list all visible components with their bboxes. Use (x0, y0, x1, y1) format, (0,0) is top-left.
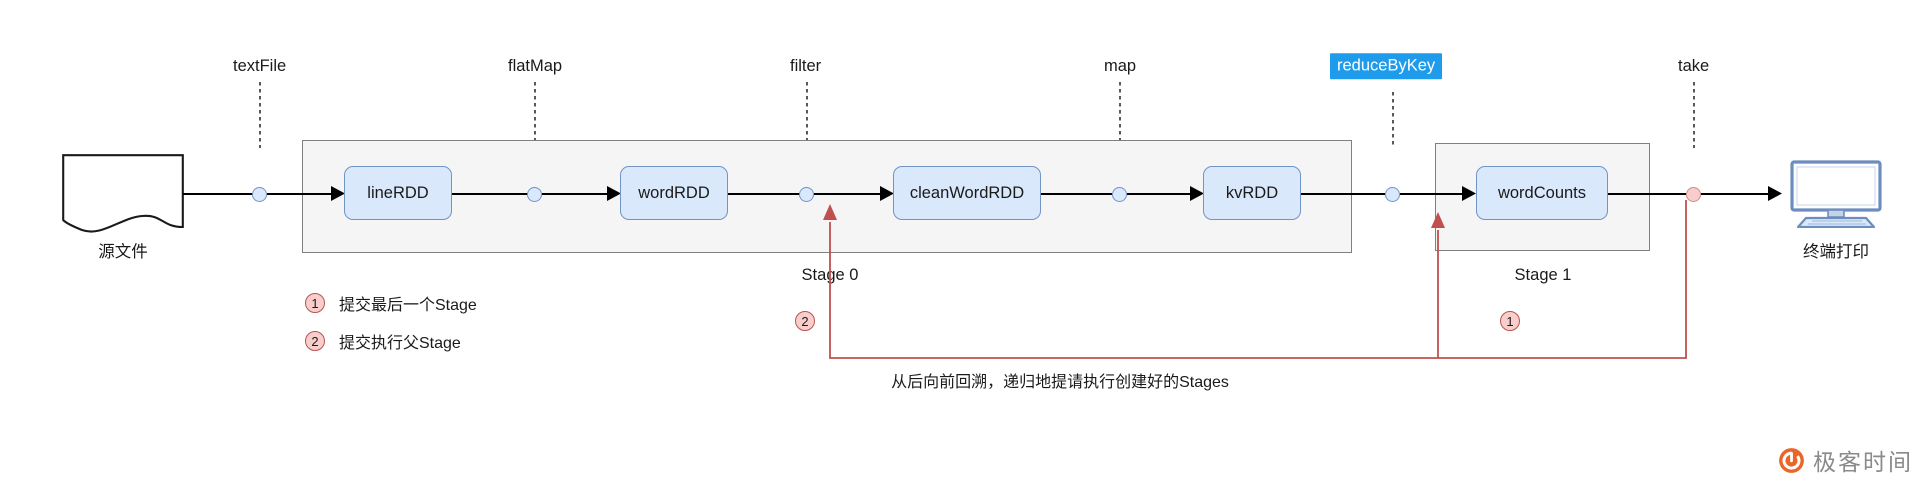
source-file-label: 源文件 (98, 243, 148, 261)
monitor-icon (1790, 160, 1882, 228)
connector-dot-flatmap (527, 187, 542, 202)
legend-item-2: 2 提交执行父Stage (305, 329, 461, 353)
rdd-label-wordcounts: wordCounts (1497, 183, 1587, 202)
guide-line-flatmap (534, 82, 536, 148)
legend-label-2: 提交执行父Stage (339, 335, 461, 352)
flow-line-cleanwordrdd-to-map (1041, 193, 1112, 195)
connector-dot-textfile (252, 187, 267, 202)
operator-label-filter: filter (790, 57, 822, 75)
arrowhead-icon-linerdd (331, 186, 345, 201)
rdd-label-cleanwordrdd: cleanWordRDD (909, 183, 1025, 202)
arrowhead-icon-terminal (1768, 186, 1782, 201)
terminal-print-label: 终端打印 (1803, 243, 1869, 261)
rdd-box-wordrdd[interactable]: wordRDD (620, 166, 728, 220)
legend-label-1: 提交最后一个Stage (339, 297, 477, 314)
arrowhead-icon-wordcounts (1462, 186, 1476, 201)
stage-container-stage0 (302, 140, 1352, 253)
flow-marker-2: 2 (795, 311, 815, 331)
connector-dot-take (1686, 187, 1701, 202)
flow-line-kvrdd-to-reducebykey (1301, 193, 1385, 195)
operator-label-take: take (1678, 57, 1710, 75)
legend-item-1: 1 提交最后一个Stage (305, 291, 477, 315)
watermark-text: 极客时间 (1813, 449, 1913, 475)
connector-dot-map (1112, 187, 1127, 202)
rdd-box-wordcounts[interactable]: wordCounts (1476, 166, 1608, 220)
guide-line-reducebykey (1392, 92, 1394, 148)
operator-label-flatmap: flatMap (508, 57, 563, 75)
flow-line-filter-to-cleanwordrdd (814, 193, 885, 195)
flow-line-wordrdd-to-filter (728, 193, 800, 195)
document-wave-icon (62, 154, 184, 233)
arrowhead-icon-wordrdd (607, 186, 621, 201)
guide-line-filter (806, 82, 808, 148)
recursive-flow-caption: 从后向前回溯，递归地提请执行创建好的Stages (891, 374, 1229, 391)
recursive-flow-path (823, 200, 1687, 359)
flow-line-flatmap-to-wordrdd (542, 193, 612, 195)
watermark: 极客时间 (1778, 443, 1913, 477)
flow-line-source-to-textfile (183, 193, 253, 195)
stage-label-stage1: Stage 1 (1514, 266, 1572, 284)
rdd-box-cleanwordrdd[interactable]: cleanWordRDD (893, 166, 1041, 220)
arrowhead-icon-kvrdd (1190, 186, 1204, 201)
flow-line-linerdd-to-flatmap (452, 193, 528, 195)
rdd-label-linerdd: lineRDD (367, 183, 429, 202)
guide-line-take (1693, 82, 1695, 148)
guide-line-map (1119, 82, 1121, 148)
connector-dot-filter (799, 187, 814, 202)
flow-line-reducebykey-to-wordcounts (1400, 193, 1468, 195)
flow-line-map-to-kvrdd (1127, 193, 1195, 195)
guide-line-textfile (259, 82, 261, 148)
rdd-box-kvrdd[interactable]: kvRDD (1203, 166, 1301, 220)
arrowhead-icon-cleanwordrdd (880, 186, 894, 201)
flow-line-wordcounts-to-take (1608, 193, 1686, 195)
legend-marker-1: 1 (305, 293, 325, 313)
rdd-box-linerdd[interactable]: lineRDD (344, 166, 452, 220)
operator-label-reducebykey: reduceByKey (1330, 53, 1443, 79)
operator-label-textfile: textFile (233, 57, 287, 75)
connector-dot-reducebykey (1385, 187, 1400, 202)
operator-label-map: map (1104, 57, 1137, 75)
flow-line-take-to-terminal (1701, 193, 1773, 195)
flow-line-textfile-to-linerdd (267, 193, 336, 195)
rdd-label-kvrdd: kvRDD (1225, 183, 1279, 202)
geektime-logo-icon (1779, 447, 1804, 473)
flow-marker-1: 1 (1500, 311, 1520, 331)
rdd-label-wordrdd: wordRDD (638, 183, 710, 202)
legend-marker-2: 2 (305, 331, 325, 351)
